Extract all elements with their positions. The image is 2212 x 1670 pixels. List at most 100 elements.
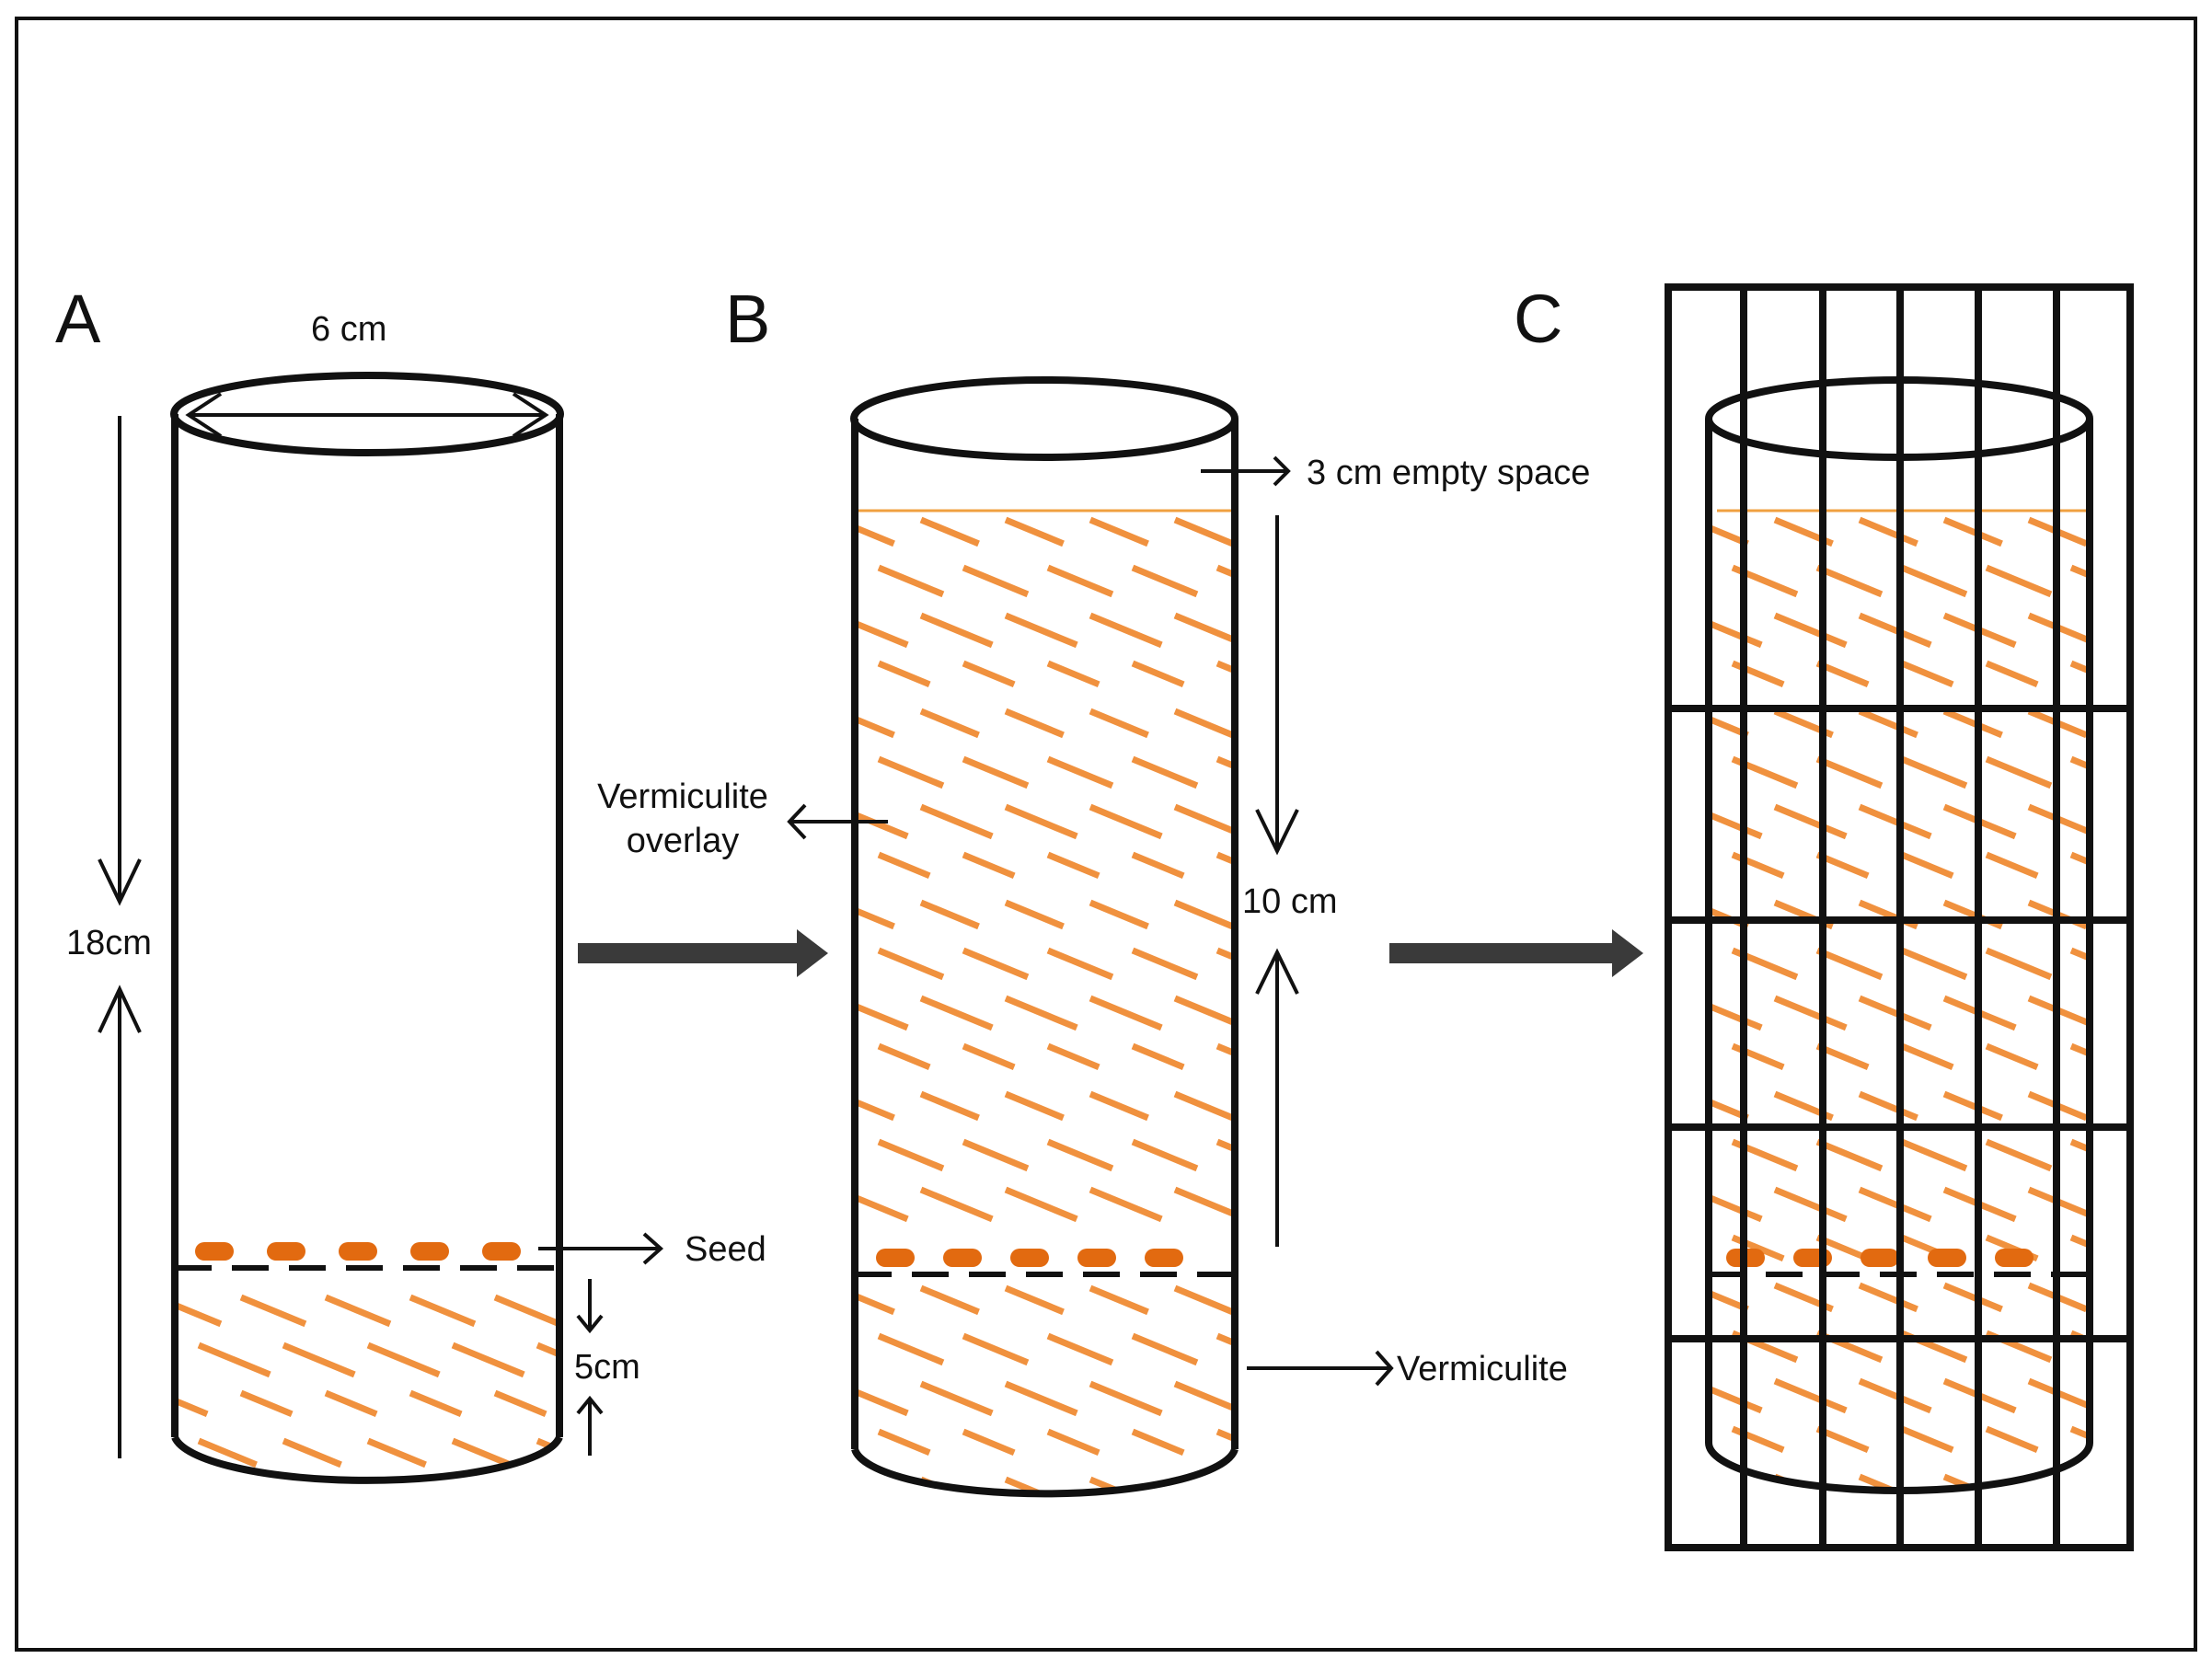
vermiculite-particle	[1858, 1186, 1932, 1223]
vermiculite-particle	[409, 1389, 463, 1418]
vermiculite-particle	[197, 1437, 258, 1468]
vermiculite-particle	[1709, 612, 1763, 649]
vermiculite-particle	[877, 1138, 945, 1172]
vermiculite-particle	[156, 1489, 221, 1515]
vermiculite-particle	[919, 516, 980, 547]
vermiculite-particle	[1046, 1138, 1114, 1172]
vermiculite-particle	[1985, 564, 2053, 598]
vermiculite-particle	[1131, 1042, 1185, 1071]
vermiculite-particle	[855, 516, 895, 547]
panel-a: A 6 cm 18cm Seed 5cm	[55, 281, 766, 1515]
vermiculite-particle	[1004, 1380, 1078, 1417]
vermiculite-particle	[1709, 1090, 1749, 1122]
overlay-depth-arrowhead-up-icon	[1255, 948, 1299, 995]
vermiculite-particle	[1773, 1186, 1848, 1223]
vermiculite-particle	[877, 1428, 931, 1457]
vermiculite-particle	[324, 1295, 392, 1328]
overlay-depth-arrowhead-down-icon	[1255, 809, 1299, 856]
vermiculite-particle	[409, 1295, 477, 1328]
vermiculite-particle	[493, 1389, 547, 1418]
vermiculite-particle	[2069, 947, 2090, 981]
vermiculite-particle	[877, 660, 931, 688]
vermiculite-particle	[919, 995, 994, 1031]
diameter-label: 6 cm	[311, 310, 386, 349]
vermiculite-particle	[919, 612, 994, 649]
vermiculite-particle	[1215, 851, 1235, 880]
tube-b	[850, 376, 1238, 1498]
height-arrowhead-up-icon	[98, 985, 142, 1033]
seed-depth-arrowhead-down-icon	[576, 1314, 604, 1334]
vermiculite-particle	[1900, 564, 1968, 598]
vermiculite-particle	[1709, 1186, 1763, 1223]
vermiculite-particle	[2069, 1042, 2090, 1071]
overlay-label-line1: Vermiculite	[597, 777, 768, 816]
vermiculite-particle	[1858, 612, 1932, 649]
vermiculite-particle	[1985, 1425, 2039, 1454]
vermiculite-particle	[1709, 1473, 1749, 1491]
vermiculite-particle	[1046, 755, 1114, 789]
vermiculite-particle	[1131, 1428, 1185, 1457]
vermiculite-particle	[1215, 1428, 1235, 1457]
vermiculite-particle	[451, 1437, 512, 1468]
vermiculite-particle	[1709, 803, 1763, 840]
vermiculite-particle	[877, 1332, 945, 1366]
vermiculite-particle	[1046, 851, 1100, 880]
vermiculite-particle	[2069, 660, 2090, 688]
vermiculite-particle	[1942, 708, 2003, 739]
tube-b-bottom	[851, 1447, 1238, 1498]
vermiculite-particle	[1046, 564, 1114, 598]
panel-b-letter: B	[725, 281, 770, 357]
vermiculite-particle	[1900, 851, 1954, 880]
vermiculite-particle	[1046, 1428, 1100, 1457]
vermiculite-fill-a	[156, 1295, 559, 1515]
vermiculite-particle	[197, 1342, 271, 1378]
vermiculite-particle	[1815, 755, 1884, 789]
vermiculite-particle	[1709, 1282, 1749, 1313]
height-label: 18cm	[66, 924, 152, 962]
vermiculite-particle	[1773, 612, 1848, 649]
empty-space-pointer-head-icon	[1273, 455, 1291, 487]
vermiculite-particle	[1709, 708, 1749, 739]
vermiculite-particle	[962, 564, 1030, 598]
vermiculite-particle	[1046, 1332, 1114, 1366]
vermiculite-particle	[1131, 660, 1185, 688]
vermiculite-particle	[1773, 803, 1848, 840]
vermiculite-particle	[855, 995, 909, 1031]
vermiculite-particle	[919, 803, 994, 840]
vermiculite-particle	[2069, 564, 2090, 598]
vermiculite-particle	[1985, 851, 2039, 880]
vermiculite-particle	[1004, 995, 1078, 1031]
vermiculite-particle	[1985, 755, 2053, 789]
vermiculite-particle	[1173, 516, 1234, 547]
vermiculite-particle	[1900, 1138, 1968, 1172]
vermiculite-particle	[1900, 947, 1968, 981]
vermiculite-particle	[2069, 1234, 2090, 1262]
vermiculite-fill-c	[1709, 516, 2090, 1491]
vermiculite-particle	[1900, 660, 1954, 688]
vermiculite-particle	[1089, 899, 1149, 930]
overlay-depth-label: 10 cm	[1242, 882, 1337, 921]
vermiculite-particle	[1004, 899, 1065, 930]
vermiculite-particle	[1215, 947, 1235, 981]
vermiculite-particle	[855, 1476, 895, 1494]
panel-a-letter: A	[55, 281, 101, 357]
vermiculite-particle	[282, 1342, 356, 1378]
height-arrowhead-down-icon	[98, 858, 142, 906]
vermiculite-particle	[2069, 755, 2090, 789]
vermiculite-particle	[536, 1342, 559, 1378]
vermiculite-particle	[1046, 947, 1114, 981]
mesh-cage	[1665, 283, 2134, 1551]
vermiculite-particle	[1815, 1138, 1884, 1172]
vermiculite-particle	[239, 1389, 294, 1418]
vermiculite-particle	[919, 899, 980, 930]
vermiculite-particle	[536, 1437, 559, 1468]
vermiculite-particle	[1985, 1138, 2053, 1172]
vermiculite-particle	[1089, 516, 1149, 547]
vermiculite-particle	[1089, 1380, 1163, 1417]
vermiculite-particle	[1985, 660, 2039, 688]
vermiculite-particle	[366, 1437, 427, 1468]
panel-b: B 3 cm empty space Vermiculite overlay 1…	[597, 281, 1590, 1498]
vermiculite-particle	[962, 660, 1016, 688]
panel-c-letter: C	[1514, 281, 1562, 357]
